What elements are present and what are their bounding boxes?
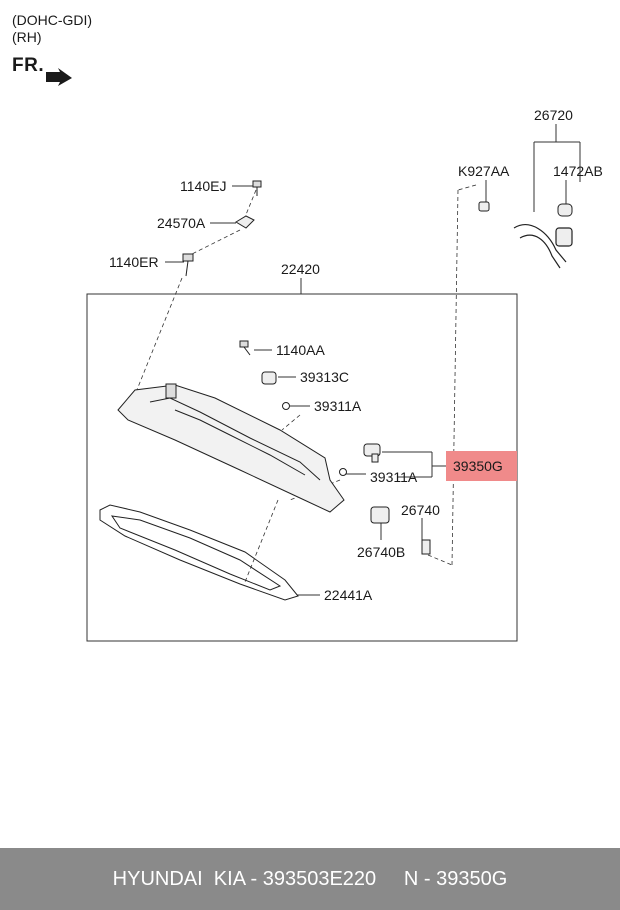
label-39350G: 39350G: [453, 458, 503, 474]
clip-24570A: [235, 215, 255, 229]
label-26740: 26740: [401, 502, 440, 518]
label-22441A: 22441A: [324, 587, 373, 603]
side-label: (RH): [12, 29, 42, 45]
plug-26740: [421, 539, 431, 555]
front-marker-label: FR.: [12, 55, 45, 76]
oring-39311A-top: [282, 402, 290, 410]
footer-bar: HYUNDAI KIA - 393503E220 N - 39350G: [0, 848, 620, 910]
bolt-1140AA: [239, 340, 251, 356]
label-K927AA: K927AA: [458, 163, 510, 179]
label-39311A-top: 39311A: [314, 398, 362, 414]
label-1472AB: 1472AB: [553, 163, 603, 179]
bolt-1140ER: [182, 253, 194, 277]
label-22420: 22420: [281, 261, 320, 277]
label-39313C: 39313C: [300, 369, 349, 385]
hose-26720: [513, 224, 573, 269]
bushing-26740B: [370, 506, 390, 524]
bolt-1140EJ: [252, 180, 262, 196]
cap-1472AB: [557, 203, 573, 217]
label-1140ER: 1140ER: [109, 254, 159, 270]
leader-lines: [165, 180, 567, 596]
parts-diagram: 26720 K927AA 1472AB 1140EJ 24570A 1140ER…: [46, 68, 603, 642]
sensor-39350G: [363, 443, 381, 463]
gasket-22441A: [99, 504, 299, 601]
label-26720: 26720: [534, 107, 573, 123]
label-1140AA: 1140AA: [276, 342, 325, 358]
label-1140EJ: 1140EJ: [180, 178, 226, 194]
grommet-K927AA: [478, 201, 490, 212]
highlight-39350G: [446, 451, 517, 481]
front-arrow-icon: [46, 68, 72, 86]
fitting-39313C: [261, 371, 277, 385]
bracket-26720: [533, 124, 581, 212]
engine-type-label: (DOHC-GDI): [12, 12, 93, 28]
label-39311A-mid: 39311A: [370, 469, 418, 485]
rocker-cover-22420: [117, 383, 345, 513]
label-24570A: 24570A: [157, 215, 206, 231]
label-26740B: 26740B: [357, 544, 405, 560]
oring-39311A-mid: [339, 468, 347, 476]
footer-part-number: HYUNDAI KIA - 393503E220 N - 39350G: [112, 867, 508, 890]
